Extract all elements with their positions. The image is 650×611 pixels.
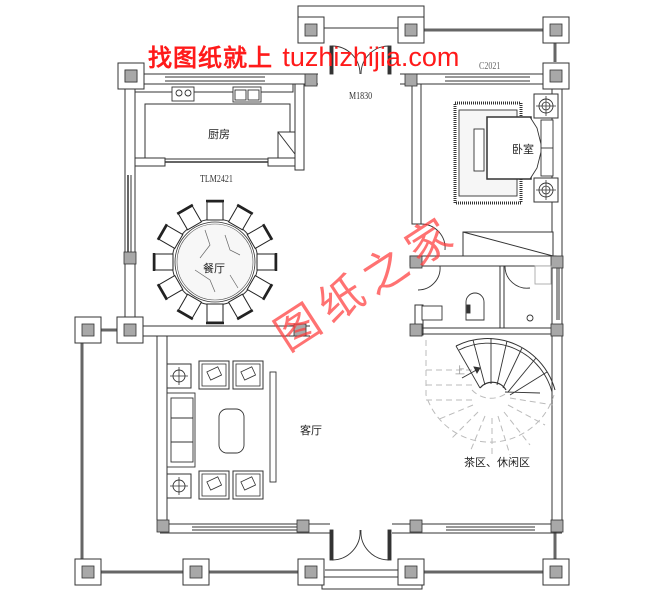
bed — [453, 93, 559, 205]
door-code-kitchen-sliding: TLM2421 — [200, 174, 233, 185]
terrace-rails — [80, 5, 557, 590]
doors — [329, 45, 531, 561]
watermark-top-url: tuzhizhijia.com — [282, 42, 460, 72]
stair-up-label: 上 — [455, 366, 465, 377]
bath-fixtures — [421, 265, 552, 322]
spiral-stair — [425, 338, 556, 458]
window-code-bedroom: C2021 — [479, 61, 501, 72]
door-code-main: M1830 — [349, 91, 373, 102]
room-label-living: 客厅 — [300, 424, 322, 437]
dining-table — [152, 199, 278, 325]
watermark-top-cn: 找图纸就上 — [148, 44, 273, 72]
room-label-tea-area: 茶区、休闲区 — [464, 456, 530, 469]
room-label-dining: 餐厅 — [203, 262, 225, 275]
living-furniture — [166, 360, 277, 500]
room-label-kitchen: 厨房 — [208, 128, 230, 141]
kitchen-fixtures — [171, 86, 262, 103]
room-label-bedroom: 卧室 — [512, 143, 534, 156]
watermark-top: 找图纸就上 tuzhizhijia.com — [148, 44, 459, 71]
exterior-walls — [124, 73, 563, 534]
